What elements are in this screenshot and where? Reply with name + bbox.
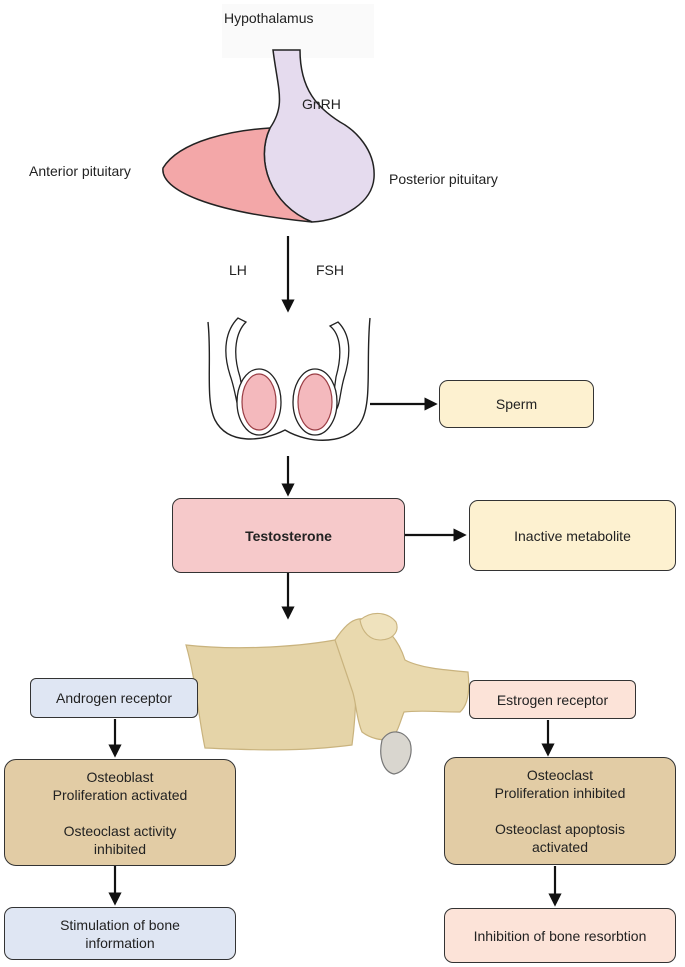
vertebra-illustration — [185, 612, 470, 775]
bone-formation-line2: information — [85, 934, 155, 951]
fsh-label: FSH — [316, 262, 344, 278]
osteoclast-line2: Proliferation inhibited — [494, 785, 626, 801]
bone-resorption-text: Inhibition of bone resorbtion — [473, 927, 647, 944]
anterior-pituitary-label: Anterior pituitary — [29, 163, 131, 179]
sperm-text: Sperm — [495, 396, 538, 412]
testosterone-box: Testosterone — [172, 498, 405, 573]
gnrh-label: GnRH — [302, 96, 341, 112]
osteoblast-line1: Osteoblast — [86, 768, 154, 785]
sperm-box: Sperm — [439, 380, 594, 428]
estrogen-receptor-text: Estrogen receptor — [496, 691, 609, 708]
osteoblast-line2: Proliferation activated — [52, 786, 188, 803]
androgen-receptor-box: Androgen receptor — [30, 678, 198, 718]
osteoclast-box: Osteoclast Proliferation inhibited Osteo… — [444, 757, 676, 865]
vertebral-body — [185, 639, 357, 751]
osteoclast-line4: activated — [531, 839, 589, 855]
lh-label: LH — [229, 262, 247, 278]
osteoclast-line1: Osteoclast — [526, 767, 594, 783]
scrotum-outline — [207, 317, 371, 441]
right-testis — [297, 373, 333, 431]
osteoblast-box: Osteoblast Proliferation activated Osteo… — [4, 759, 236, 866]
androgen-receptor-text: Androgen receptor — [56, 690, 172, 706]
left-testis — [241, 373, 277, 431]
anterior-pituitary-shape — [162, 127, 313, 223]
inactive-metabolite-text: Inactive metabolite — [514, 527, 631, 544]
estrogen-receptor-box: Estrogen receptor — [469, 680, 636, 719]
osteoclast-line3: Osteoclast apoptosis — [495, 821, 625, 837]
transverse-process — [359, 612, 398, 641]
testes-illustration — [207, 317, 371, 441]
osteoblast-line4: inhibited — [93, 840, 147, 857]
bone-resorption-box: Inhibition of bone resorbtion — [444, 908, 676, 963]
posterior-pituitary-shape — [263, 49, 375, 223]
pituitary-gland — [162, 49, 375, 223]
hypothalamus-label: Hypothalamus — [224, 10, 314, 26]
bone-formation-line1: Stimulation of bone — [60, 916, 180, 933]
osteoblast-line3: Osteoclast activity — [63, 822, 177, 839]
bone-formation-box: Stimulation of bone information — [4, 907, 236, 960]
hypothalamus-region — [222, 4, 374, 58]
inactive-metabolite-box: Inactive metabolite — [469, 500, 676, 571]
testosterone-text: Testosterone — [245, 527, 332, 544]
articular-facet — [380, 731, 412, 775]
posterior-pituitary-label: Posterior pituitary — [389, 171, 498, 187]
